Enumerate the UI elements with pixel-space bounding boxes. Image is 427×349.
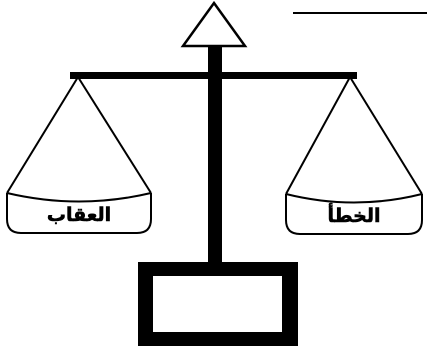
right-pan-label: الخطأ bbox=[328, 203, 381, 227]
right-pan-strings bbox=[286, 77, 422, 194]
arrowhead bbox=[183, 3, 245, 46]
base-box-inner bbox=[153, 276, 282, 332]
left-pan-label: العقاب bbox=[47, 204, 111, 226]
balance-beam bbox=[70, 72, 357, 79]
left-pan-strings bbox=[7, 77, 151, 193]
